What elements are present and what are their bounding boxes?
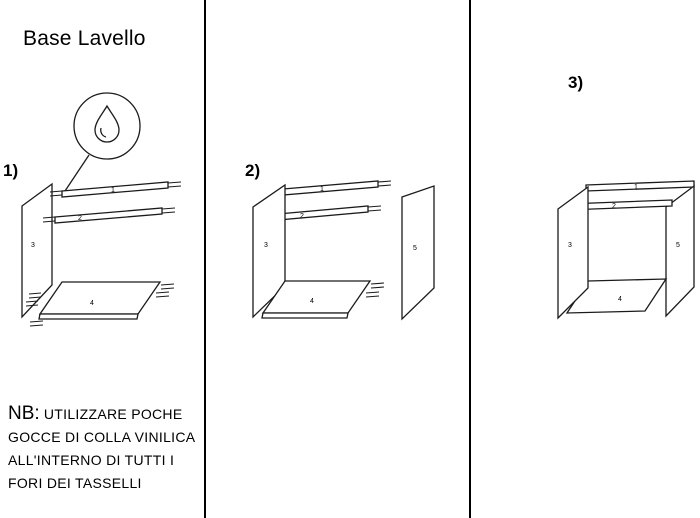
part-label-1: 1 [111, 187, 115, 194]
step1-drawing: 1 2 3 4 [21, 181, 182, 327]
part-5-side-panel [401, 185, 435, 321]
part-label-3: 3 [31, 242, 35, 249]
dowel-marks [365, 180, 392, 298]
note-line-2: GOCCE DI COLLA VINILICA [8, 429, 196, 445]
part-label-2: 2 [612, 203, 616, 210]
part-label-1: 1 [320, 186, 324, 193]
note-prefix: NB: [8, 403, 40, 424]
part-2-rail [54, 207, 163, 224]
note-line-4: FORI DEI TASSELLI [8, 475, 142, 491]
part-1-rail [585, 180, 695, 192]
part-label-4: 4 [90, 300, 94, 307]
part-label-4: 4 [618, 296, 622, 303]
part-label-3: 3 [568, 242, 572, 249]
part-label-3: 3 [264, 242, 268, 249]
glue-drop-callout [62, 92, 141, 195]
part-label-2: 2 [300, 213, 304, 220]
step2-drawing: 1 2 3 4 5 [252, 180, 435, 321]
note-line-3: ALL'INTERNO DI TUTTI I [8, 452, 175, 468]
part-2-rail [277, 205, 369, 221]
glue-drop-highlight [100, 127, 107, 138]
part-label-5: 5 [413, 245, 417, 252]
step-3-label: 3) [568, 73, 584, 92]
step-1-label: 1) [3, 161, 19, 180]
part-label-4: 4 [310, 298, 314, 305]
dowel-marks [25, 181, 182, 327]
part-4-bottom-edge [261, 312, 349, 319]
part-1-rail [282, 180, 379, 196]
callout-circle [73, 92, 141, 160]
part-3-side-panel [557, 185, 589, 320]
part-label-1: 1 [634, 184, 638, 191]
part-label-2: 2 [78, 215, 82, 222]
glue-note: NB: UTILIZZARE POCHE GOCCE DI COLLA VINI… [8, 402, 200, 495]
step3-drawing: 1 2 3 4 5 [557, 180, 695, 320]
part-1-rail [61, 181, 169, 198]
callout-leader-line [62, 154, 90, 195]
note-line-1: NB: UTILIZZARE POCHE [8, 403, 183, 424]
part-label-5: 5 [676, 242, 680, 249]
page-title: Base Lavello [23, 27, 146, 50]
part-3-side-panel [21, 182, 53, 319]
part-4-bottom-edge [38, 313, 139, 320]
glue-drop-icon [94, 104, 120, 143]
part-4-bottom-panel [38, 281, 162, 315]
step-2-label: 2) [245, 161, 261, 180]
